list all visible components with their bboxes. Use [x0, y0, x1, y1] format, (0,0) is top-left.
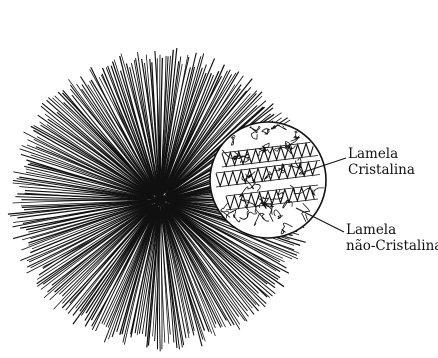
- label-noncrystalline-line2: não-Cristalina: [346, 238, 438, 254]
- label-non-crystalline-lamella: Lamela não-Cristalina: [346, 222, 438, 254]
- label-crystalline-line2: Cristalina: [348, 162, 415, 178]
- amorphous-chain: [319, 211, 327, 227]
- label-crystalline-lamella: Lamela Cristalina: [348, 146, 415, 178]
- label-crystalline-line1: Lamela: [348, 146, 415, 162]
- label-noncrystalline-line1: Lamela: [346, 222, 438, 238]
- spherulite-nucleus: [154, 194, 166, 206]
- amorphous-chain: [316, 227, 323, 239]
